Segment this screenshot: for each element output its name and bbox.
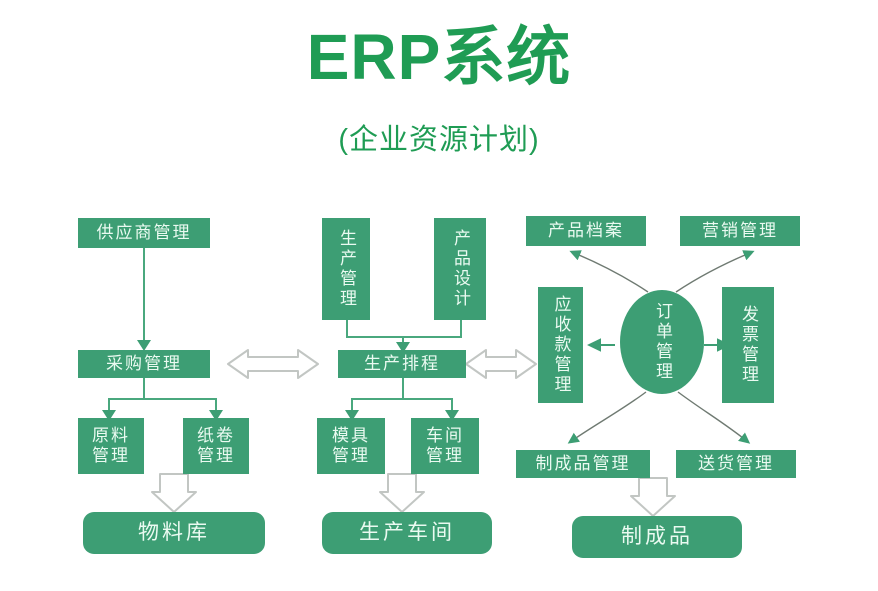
node-receivables-management[interactable]: 应收款管理 xyxy=(538,287,583,403)
connector-scheduling-to-mold xyxy=(351,398,353,414)
page-title: ERP系统 xyxy=(306,21,572,93)
connector-supplier-to-purchase xyxy=(143,248,145,344)
arrowhead-mold-in xyxy=(345,410,359,421)
curved-arrow-order-to-marketing xyxy=(675,250,755,293)
arrowhead-paper-roll-in xyxy=(209,410,223,421)
node-material-warehouse[interactable]: 物料库 xyxy=(83,512,265,554)
node-marketing-management[interactable]: 营销管理 xyxy=(680,216,800,246)
connector-product-design-down xyxy=(460,320,462,338)
hollow-bidirectional-arrow-purchase-scheduling xyxy=(227,349,319,379)
hollow-arrow-to-material-warehouse xyxy=(151,473,197,513)
node-invoice-management[interactable]: 发票管理 xyxy=(722,287,774,403)
connector-scheduling-stem xyxy=(402,378,404,400)
node-finished-goods-management[interactable]: 制成品管理 xyxy=(516,450,650,478)
node-delivery-management[interactable]: 送货管理 xyxy=(676,450,796,478)
node-product-design[interactable]: 产品设计 xyxy=(434,218,486,320)
hollow-arrow-to-finished-goods xyxy=(630,477,676,517)
connector-purchase-to-paper xyxy=(215,398,217,414)
node-paper-roll-management[interactable]: 纸卷 管理 xyxy=(183,418,249,474)
node-finished-goods[interactable]: 制成品 xyxy=(572,516,742,558)
connector-purchase-split xyxy=(108,398,216,400)
curved-arrow-order-to-product-archive xyxy=(569,250,649,293)
connector-production-mgmt-down xyxy=(346,320,348,338)
node-purchase-management[interactable]: 采购管理 xyxy=(78,350,210,378)
node-mold-management[interactable]: 模具 管理 xyxy=(317,418,385,474)
arrowhead-scheduling-in xyxy=(396,342,410,353)
node-production-workshop[interactable]: 生产车间 xyxy=(322,512,492,554)
hollow-bidirectional-arrow-scheduling-receivables xyxy=(465,349,537,379)
connector-scheduling-to-workshop xyxy=(451,398,453,414)
connector-purchase-stem xyxy=(143,378,145,400)
connector-join-to-scheduling xyxy=(402,336,404,346)
node-raw-material-management[interactable]: 原料 管理 xyxy=(78,418,144,474)
node-product-archive[interactable]: 产品档案 xyxy=(526,216,646,246)
arrowhead-purchase-in xyxy=(137,340,151,351)
arrowhead-workshop-in xyxy=(445,410,459,421)
node-workshop-management[interactable]: 车间 管理 xyxy=(411,418,479,474)
hollow-arrow-to-production-workshop xyxy=(379,473,425,513)
connector-production-join xyxy=(346,336,462,338)
node-production-scheduling[interactable]: 生产排程 xyxy=(338,350,466,378)
page-subtitle: (企业资源计划) xyxy=(338,124,540,156)
arrowhead-raw-material-in xyxy=(102,410,116,421)
node-order-management[interactable]: 订单管理 xyxy=(620,290,704,394)
node-production-management[interactable]: 生产管理 xyxy=(322,218,370,320)
node-supplier-management[interactable]: 供应商管理 xyxy=(78,218,210,248)
connector-purchase-to-raw xyxy=(108,398,110,414)
connector-scheduling-split xyxy=(351,398,453,400)
